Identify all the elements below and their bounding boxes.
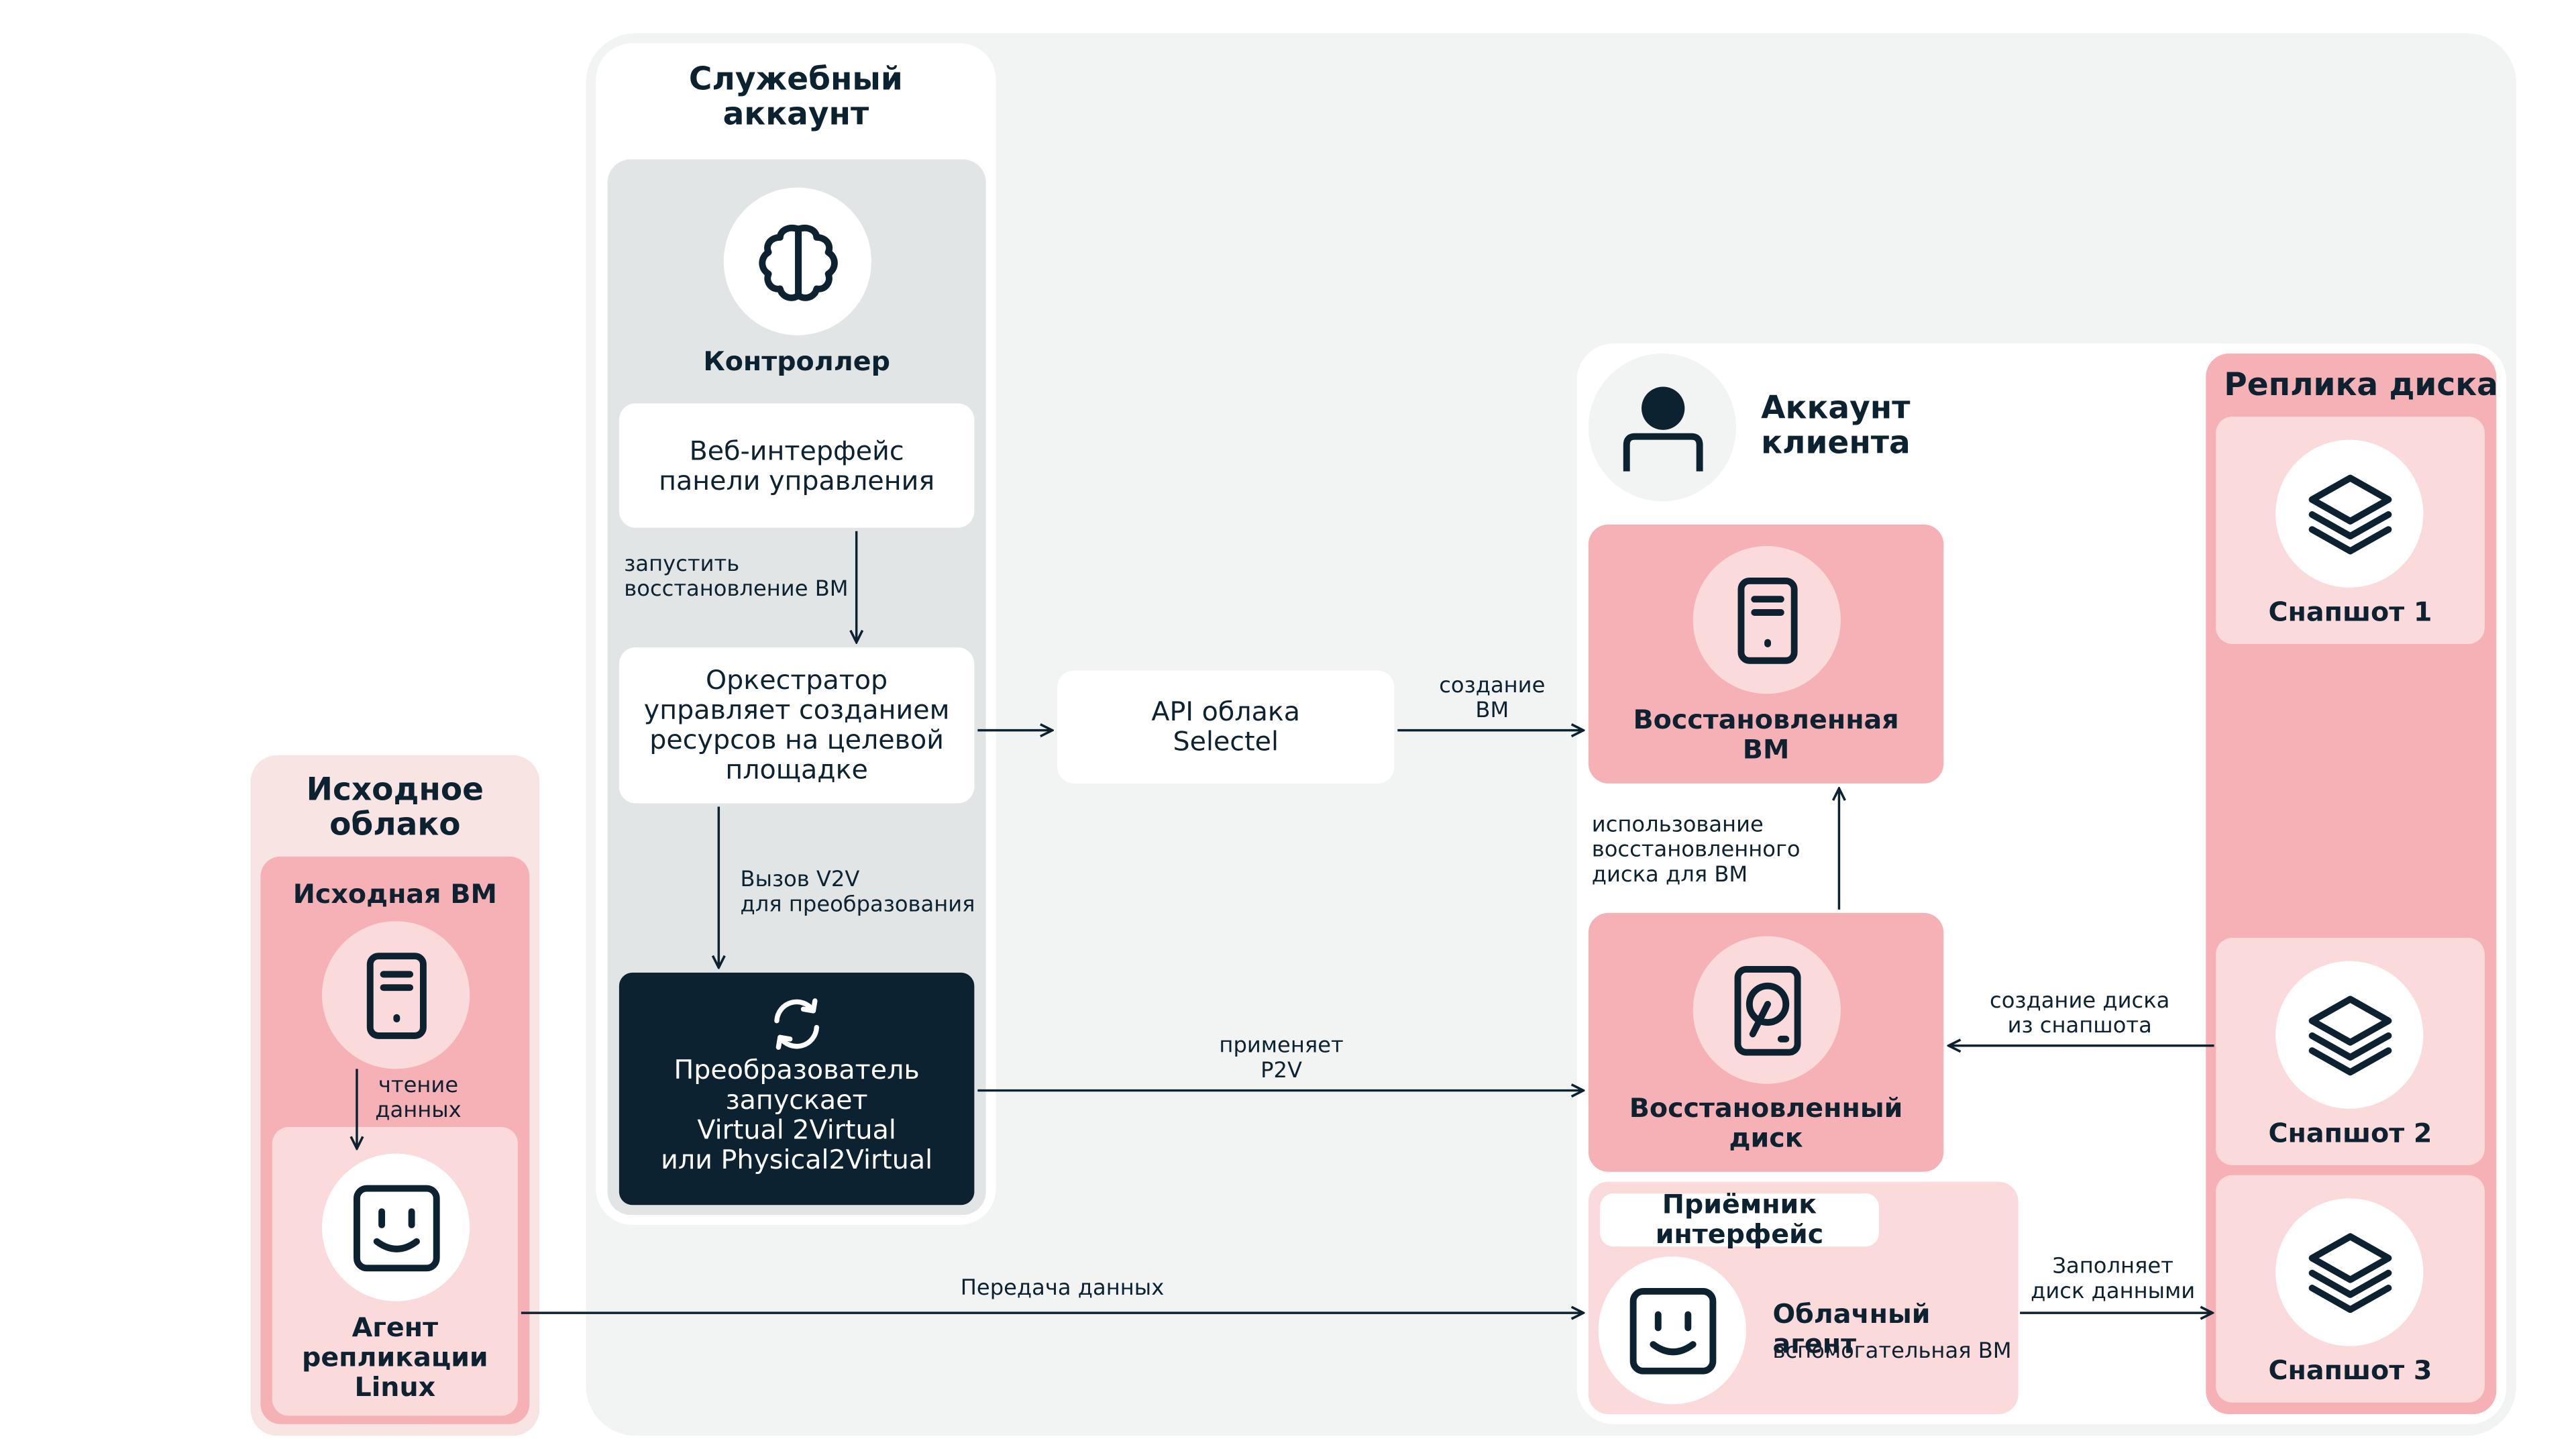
- snapshot-icon-circle: [2275, 1198, 2424, 1346]
- controller-label: Контроллер: [703, 345, 890, 377]
- snapshot-icon-circle: [2275, 439, 2424, 588]
- restored-disk-label: Восстановленный диск: [1629, 1092, 1903, 1154]
- edge-label-start-restore: запустить восстановление ВМ: [624, 552, 849, 603]
- layers-icon: [2308, 1232, 2392, 1312]
- snapshot-label: Снапшот 3: [2268, 1354, 2432, 1386]
- disk-replica-title: Реплика диска: [2224, 366, 2498, 403]
- layers-icon: [2308, 995, 2392, 1075]
- edge-label-create-vm: создание ВМ: [1439, 674, 1546, 724]
- snapshot-icon-circle: [2275, 961, 2424, 1109]
- orchestrator-box: Оркестратор управляет созданием ресурсов…: [619, 647, 975, 804]
- hard-disk-icon: [1733, 965, 1801, 1055]
- edge-label-disk-from-snapshot: создание диска из снапшота: [1990, 989, 2170, 1039]
- server-icon: [366, 951, 426, 1038]
- edge-label-fill-disk: Заполняет диск данными: [2031, 1254, 2196, 1305]
- edge-label-applies-p2v: применяет P2V: [1219, 1034, 1344, 1084]
- agent-label: Агент репликации Linux: [302, 1311, 488, 1403]
- cloud-agent-icon-circle: [1598, 1256, 1746, 1405]
- snapshot-label: Снапшот 2: [2268, 1117, 2432, 1149]
- receiver-interface-label: Приёмник интерфейс: [1600, 1189, 1879, 1249]
- service-account-title: Служебный аккаунт: [688, 61, 903, 133]
- client-account-title: Аккаунт клиента: [1761, 390, 1911, 462]
- web-panel-box: Веб-интерфейс панели управления: [619, 403, 975, 528]
- user-icon-circle: [1588, 354, 1737, 502]
- snapshot-label: Снапшот 1: [2268, 596, 2432, 628]
- agent-icon-circle: [322, 1153, 470, 1301]
- source-cloud-title: Исходное облако: [306, 771, 484, 843]
- api-box: API облака Selectel: [1057, 670, 1395, 784]
- source-vm-label: Исходная ВМ: [292, 877, 497, 910]
- controller-icon-circle: [723, 187, 871, 335]
- edge-label-read-data: чтение данных: [375, 1073, 462, 1124]
- edge-label-data-transfer: Передача данных: [960, 1276, 1165, 1301]
- restored-vm-icon-circle: [1693, 546, 1841, 694]
- cloud-agent-label: Облачный агент: [1772, 1297, 1931, 1360]
- server-icon: [1737, 576, 1797, 663]
- converter-box: Преобразователь запускает Virtual 2Virtu…: [619, 972, 975, 1205]
- converter-text: Преобразователь запускает Virtual 2Virtu…: [661, 1054, 933, 1175]
- edge-label-v2v-call: Вызов V2V для преобразования: [740, 868, 975, 918]
- layers-icon: [2308, 474, 2392, 554]
- source-vm-icon-circle: [322, 921, 470, 1069]
- cloud-agent-sublabel: вспомогательная ВМ: [1772, 1339, 2012, 1364]
- restored-disk-icon-circle: [1693, 936, 1841, 1084]
- restored-vm-label: Восстановленная ВМ: [1633, 704, 1899, 765]
- edge-label-use-disk: использование восстановленного диска для…: [1591, 813, 1801, 888]
- user-icon: [1622, 386, 1703, 471]
- smiley-agent-icon: [352, 1184, 439, 1271]
- brain-icon: [758, 223, 837, 301]
- smiley-agent-icon: [1629, 1287, 1716, 1374]
- refresh-icon: [774, 998, 820, 1050]
